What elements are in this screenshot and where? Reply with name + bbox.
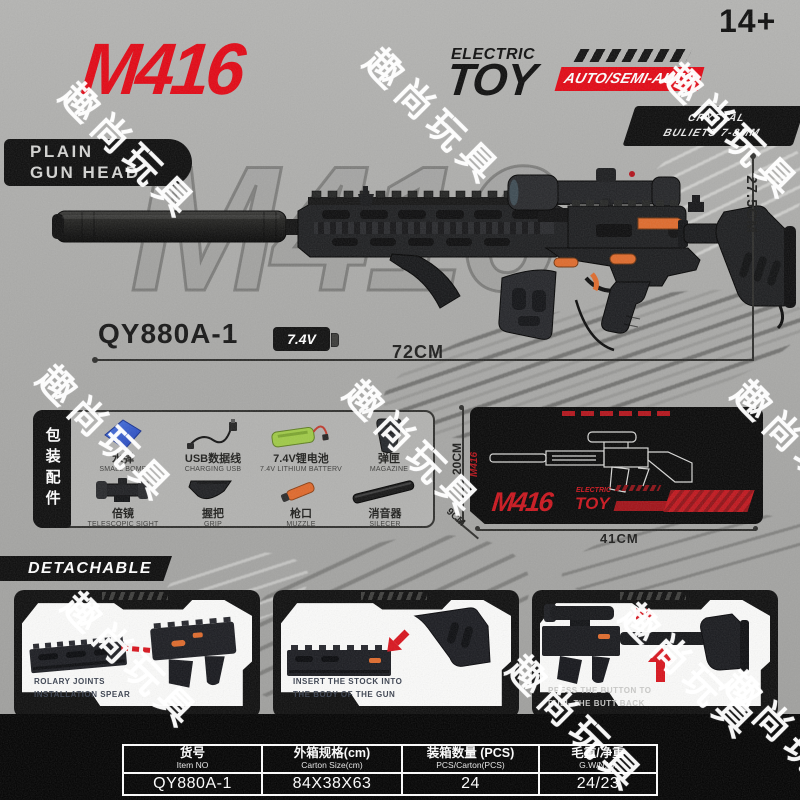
box-auto-chip [613,501,669,511]
spec-header-qty: 装箱数量 (PCS)PCS/Carton(PCS) [402,745,539,773]
gun-height-label: 27.5CM [742,175,760,234]
accessory-item: 消音器 SILECER [341,472,429,529]
box-logo-toy: TOY [575,494,610,513]
grip-icon [169,472,257,508]
battery-nub-icon [331,333,339,347]
age-badge: 14+ [719,3,777,39]
box-height-label: 20CM [450,442,465,476]
logo-m416: M416 [77,28,246,110]
accessory-cn-label: 水弹 [112,453,134,465]
logo-toy: TOY [444,54,539,105]
box-top-marks [562,411,674,416]
crystal-bullet-badge: CRYSTAL BULIETS 7-8MM [622,106,800,146]
box-red-badge [663,490,755,512]
accessory-en-label: MUZZLE [286,520,316,528]
accessory-item: 7.4V锂电池 7.4V LITHIUM BATTERV [257,417,345,474]
box-side-logo: M416 [469,451,481,478]
dimension-dot [459,405,464,410]
hatch-stripes-icon [573,49,693,62]
magazine-icon [345,417,433,453]
accessory-en-label: GRIP [204,520,222,528]
detachable-header: DETACHABLE [0,556,172,581]
accessory-en-label: SILECER [369,520,401,528]
accessories-tab-label: 包装配件 [43,427,61,511]
accessory-item: 弹匣 MAGAZINE [345,417,433,474]
battery-voltage-badge: 7.4V [273,327,330,351]
panel1-caption: ROLARY JOINTS INSTALLATION SPEAR [34,677,131,700]
detachable-panel-3: PRESS THE BUTTON TO PULL THE BUTT BACK [532,590,778,718]
auto-banner-label: AUTO/SEMI-AUTO [562,71,697,87]
dimension-dot [750,153,756,159]
packaging-box: M416 M416 ELECTRIC TOY [470,407,763,524]
panel-hatch-icon [361,592,427,600]
spec-value-weight: 24/23 [539,773,657,795]
box-logo-electric: ELECTRIC [576,487,611,494]
silencer-icon [341,472,429,508]
dimension-dot [753,526,758,531]
panel-hatch-icon [620,592,686,600]
accessory-cn-label: 倍镜 [112,508,134,520]
accessory-item: 水弹 SMALL BOMB [79,417,167,474]
accessory-item: 握把 GRIP [169,472,257,529]
box-gun-lineart [489,431,693,493]
spec-value-item-no: QY880A-1 [123,773,262,795]
accessory-item: USB数据线 CHARGING USB [169,417,257,474]
accessories-tab: 包装配件 [33,410,71,528]
box-width-label: 41CM [600,531,639,546]
box-logo-m416: M416 [490,487,554,517]
spec-value-carton-size: 84X38X63 [262,773,402,795]
crystal-badge-line1: CRYSTAL [686,111,748,124]
panel3-caption: PRESS THE BUTTON TO PULL THE BUTT BACK [548,686,652,709]
accessory-cn-label: 消音器 [368,508,402,520]
spec-header-carton-size: 外箱规格(cm)Carton Size(cm) [262,745,402,773]
dimension-dot [92,357,98,363]
battery-voltage-label: 7.4V [287,331,316,347]
gun-length-label: 72CM [392,342,445,362]
panel-hatch-icon [102,592,168,600]
accessories-panel: 包装配件 水弹 SMALL BOMB USB数据线 CHARGING USB [33,410,435,528]
accessory-item: 枪口 MUZZLE [257,472,345,529]
accessory-cn-label: 7.4V锂电池 [273,453,329,465]
detachable-title: DETACHABLE [28,559,153,577]
auto-semi-auto-banner: AUTO/SEMI-AUTO [554,67,705,91]
accessory-cn-label: 枪口 [290,508,312,520]
battery-icon [257,417,345,453]
accessory-cn-label: USB数据线 [184,453,242,465]
detachable-panel-2: INSERT THE STOCK INTO THE BODY OF THE GU… [273,590,519,718]
accessory-cn-label: 握把 [202,508,224,520]
usb-cable-icon [169,417,257,453]
accessory-item: 倍镜 TELESCOPIC SIGHT [79,472,167,529]
crystal-badge-line2: BULIETS 7-8MM [661,127,762,139]
model-number: QY880A-1 [98,318,239,349]
water-beads-icon [79,417,167,453]
spec-value-qty: 24 [402,773,539,795]
detachable-panel-1: ROLARY JOINTS INSTALLATION SPEAR [14,590,260,718]
dimension-dot [475,526,480,531]
box-hatch-stripes-icon [614,485,662,491]
telescopic-sight-icon [79,472,167,508]
muzzle-icon [257,472,345,508]
panel2-caption: INSERT THE STOCK INTO THE BODY OF THE GU… [293,677,403,700]
accessory-en-label: TELESCOPIC SIGHT [87,520,159,528]
accessory-cn-label: 弹匣 [378,453,400,465]
